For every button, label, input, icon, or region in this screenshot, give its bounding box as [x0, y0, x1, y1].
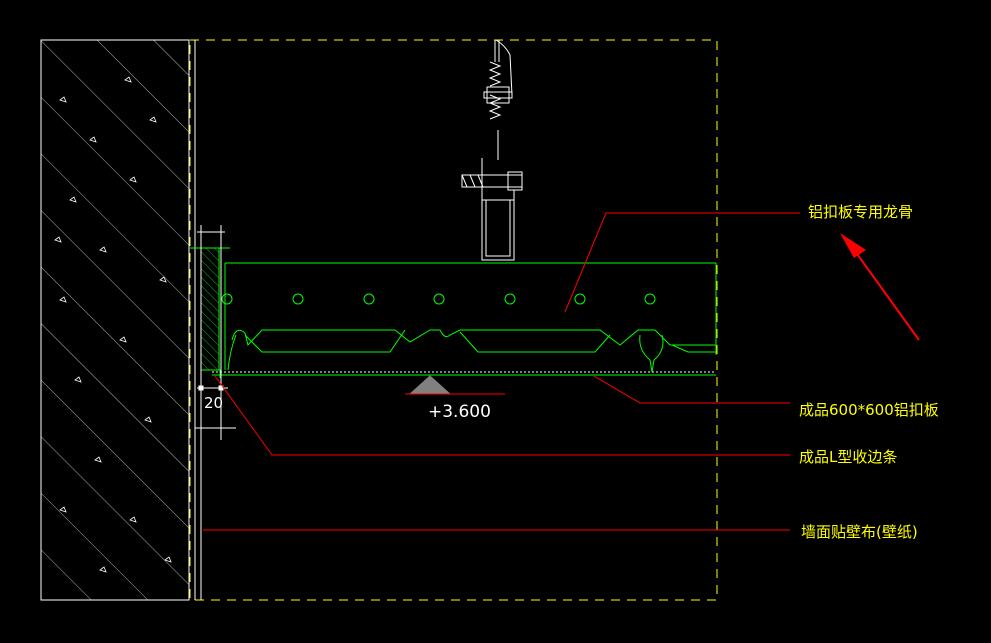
leader-panel — [593, 375, 790, 404]
leader-keel — [564, 212, 800, 313]
wallcovering-layer — [194, 40, 202, 600]
hanger-assembly — [461, 39, 523, 261]
triangle-elevation-marker-icon — [405, 375, 505, 395]
label-keel: 铝扣板专用龙骨 — [808, 203, 913, 221]
label-edge-strip: 成品L型收边条 — [799, 448, 897, 466]
detail-boundary — [189, 39, 718, 601]
leader-edge-strip — [214, 375, 790, 456]
aggregate-marks — [54, 76, 172, 573]
label-panel: 成品600*600铝扣板 — [799, 401, 939, 419]
leader-lines — [203, 212, 800, 531]
keel-profile — [221, 262, 717, 373]
label-wallcovering: 墙面贴壁布(壁纸) — [801, 523, 918, 541]
red-pointer-arrow-icon — [840, 233, 920, 341]
concrete-wall — [40, 39, 190, 601]
aluminum-panel — [212, 371, 716, 376]
dimension-text: 20 — [204, 394, 223, 412]
elevation-text: +3.600 — [428, 402, 491, 422]
l-edge-strip — [190, 247, 230, 378]
dimension-gap — [195, 225, 236, 440]
